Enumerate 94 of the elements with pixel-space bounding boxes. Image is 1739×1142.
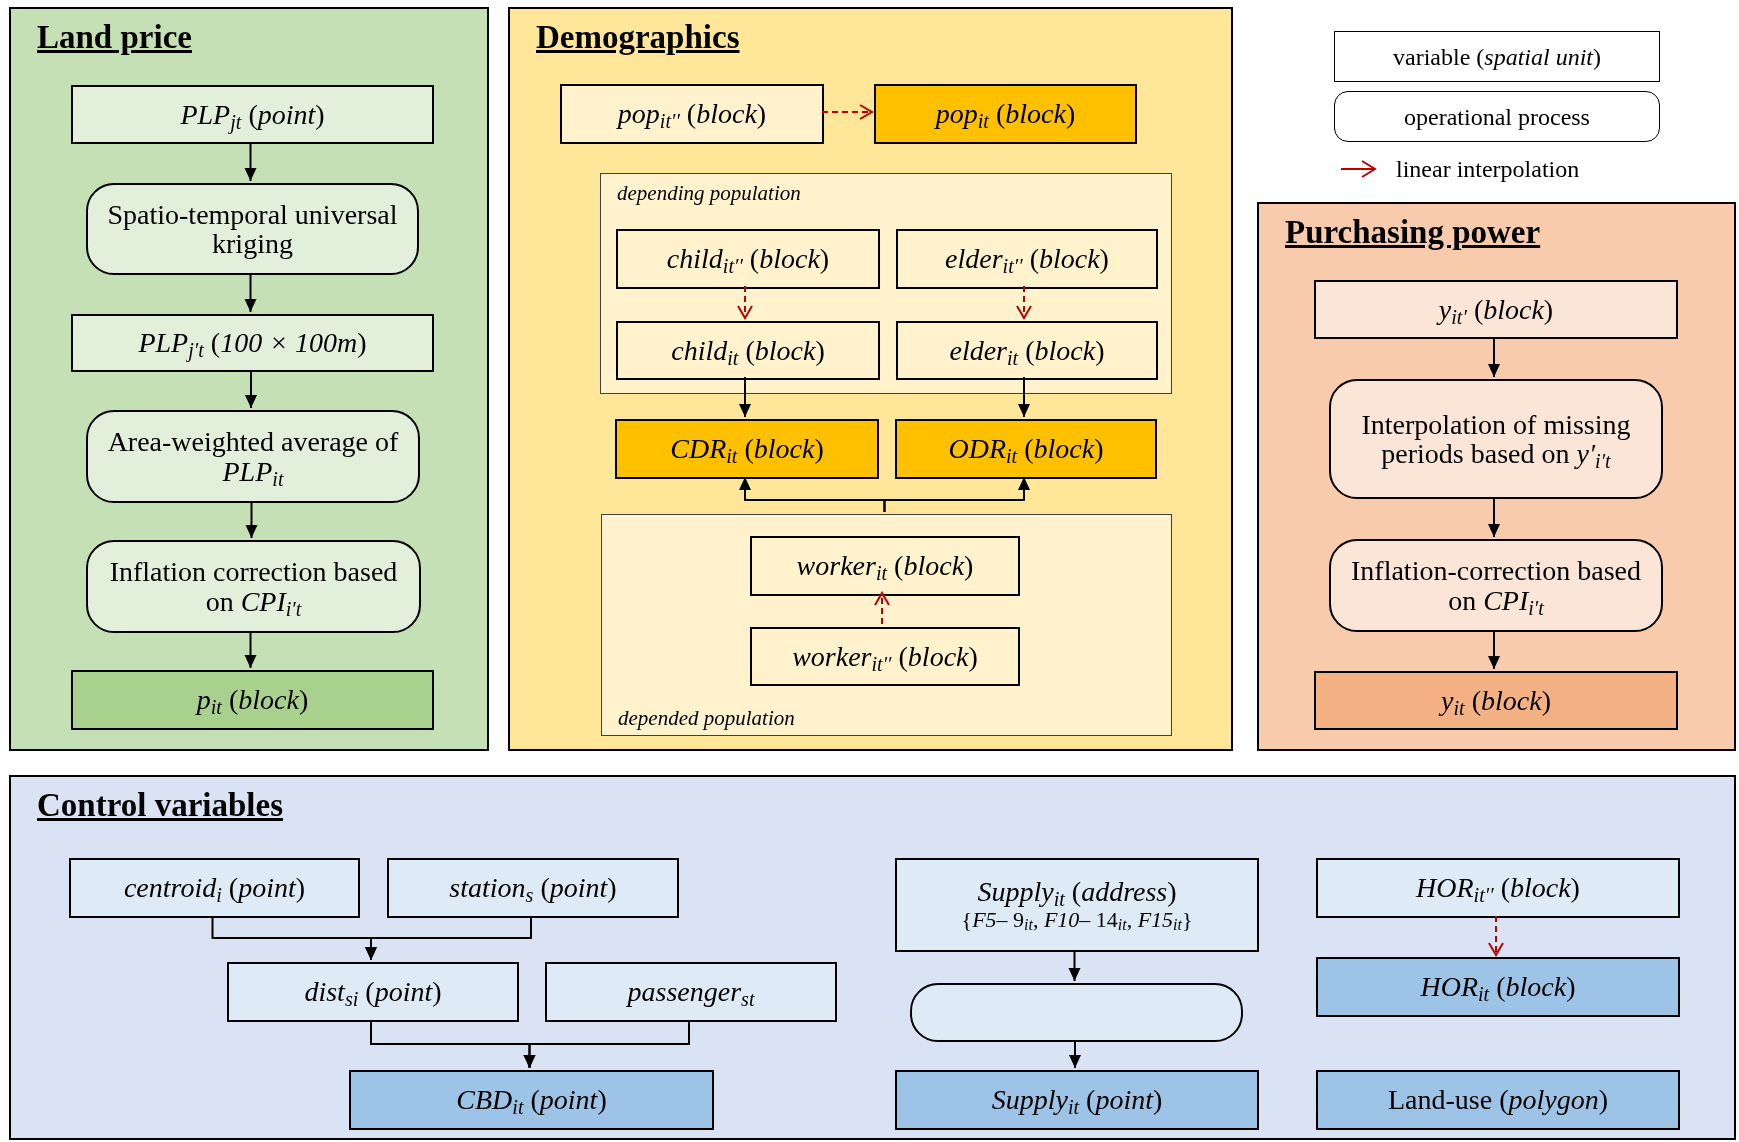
node-label: Supply$_{it}$ (address)	[977, 877, 1177, 907]
arrow	[1488, 496, 1500, 538]
arrow	[1068, 949, 1081, 982]
node-label: CDR$_{it}$ (block)	[670, 434, 824, 464]
variable-box	[1314, 671, 1678, 730]
section-panel	[9, 7, 489, 751]
process-box	[86, 183, 419, 275]
section-title: Purchasing power	[1285, 213, 1541, 252]
process-box	[86, 540, 421, 633]
node-label: child$_{it′′}$ (block)	[666, 244, 830, 274]
node-label: {F5– 9$_{it}$, F10– 14$_{it}$, F15$_{it}$}	[961, 906, 1193, 933]
variable-box	[895, 858, 1259, 952]
variable-box	[1314, 280, 1678, 339]
arrow	[244, 272, 257, 313]
variable-box	[71, 670, 434, 730]
variable-box	[750, 627, 1020, 686]
node-label: Land-use (polygon)	[1387, 1085, 1609, 1115]
node-label: elder$_{it}$ (block)	[949, 335, 1105, 366]
arrow	[1488, 336, 1500, 378]
variable-box	[874, 84, 1137, 144]
node-label: dist$_{si}$ (point)	[304, 977, 442, 1007]
arrow	[739, 376, 751, 418]
variable-box	[615, 419, 879, 479]
arrow	[1488, 629, 1500, 670]
section-title: Land price	[37, 18, 192, 57]
node-label: passenger$_{st}$	[627, 977, 755, 1007]
arrow	[1016, 285, 1032, 319]
arrow	[523, 1019, 690, 1069]
node-label: elder$_{it′′}$ (block)	[945, 244, 1109, 274]
variable-box	[1316, 957, 1680, 1017]
node-label: CBD$_{it}$ (point)	[456, 1085, 607, 1115]
node-label: Interpolation of missing periods based on y′$_{i′t}$	[1360, 409, 1632, 469]
node-label: pop$_{it}$ (block)	[935, 99, 1076, 129]
variable-box	[896, 321, 1158, 380]
node-label: Spatio-temporal universal kriging	[106, 199, 399, 259]
variable-box	[227, 962, 519, 1022]
arrow	[737, 285, 753, 319]
group-title: depended population	[618, 704, 795, 731]
arrow	[1069, 1039, 1081, 1069]
arrow	[874, 592, 890, 625]
node-label: station$_{s}$ (point)	[449, 873, 617, 903]
section-title: Demographics	[536, 18, 740, 57]
variable-box	[71, 85, 434, 144]
variable-box	[1316, 858, 1680, 918]
variable-box	[71, 314, 434, 372]
group-box	[600, 173, 1172, 394]
group-box	[601, 514, 1172, 736]
arrow	[1018, 376, 1030, 418]
process-box	[910, 983, 1243, 1042]
arrow	[365, 915, 532, 961]
node-label: Inflation correction based on CPI$_{i′t}$	[108, 557, 399, 616]
section-panel	[1257, 202, 1736, 751]
node-label: Inflation-correction based on CPI$_{i′t}$	[1350, 556, 1642, 615]
node-label: HOR$_{it}$ (block)	[1420, 972, 1576, 1002]
variable-box	[349, 1070, 714, 1130]
section-panel	[9, 775, 1736, 1140]
variable-box	[387, 858, 679, 918]
arrow	[245, 500, 258, 539]
variable-box	[560, 84, 824, 144]
arrow	[883, 476, 1030, 513]
variable-box	[895, 419, 1157, 479]
group-title: depending population	[617, 180, 801, 207]
arrow	[821, 104, 873, 120]
legend-text: variable (spatial unit)	[1393, 42, 1601, 72]
process-box	[86, 410, 420, 503]
process-box	[1329, 539, 1663, 632]
legend-text: operational process	[1404, 102, 1590, 132]
variable-box	[750, 536, 1020, 596]
node-label: ODR$_{it}$ (block)	[948, 434, 1104, 464]
node-label: worker$_{it}$ (block)	[796, 551, 974, 581]
node-label: worker$_{it′′}$ (block)	[792, 641, 978, 672]
arrow	[1488, 915, 1504, 956]
variable-box	[69, 858, 360, 918]
node-label: Area-weighted average of PLP$_{it}$	[106, 427, 400, 486]
variable-box	[545, 962, 837, 1022]
process-box	[1329, 379, 1663, 499]
arrow	[244, 630, 257, 669]
legend-text: linear interpolation	[1396, 155, 1580, 184]
variable-box	[895, 1070, 1259, 1130]
arrow	[245, 369, 257, 409]
node-label: y$_{it′}$ (block)	[1438, 294, 1554, 325]
node-label: centroid$_{i}$ (point)	[123, 873, 306, 903]
variable-box	[616, 229, 880, 289]
variable-box	[1316, 1070, 1680, 1130]
node-label: p$_{it}$ (block)	[196, 685, 309, 715]
node-label: Supply$_{it}$ (point)	[991, 1085, 1163, 1115]
node-label: pop$_{it′′}$ (block)	[617, 99, 767, 129]
node-label: HOR$_{it′′}$ (block)	[1416, 873, 1580, 903]
arrow	[244, 141, 257, 182]
section-panel	[508, 7, 1233, 751]
section-title: Control variables	[37, 786, 283, 825]
variable-box	[896, 229, 1158, 289]
node-label: child$_{it}$ (block)	[671, 335, 825, 366]
variable-box	[616, 321, 880, 380]
